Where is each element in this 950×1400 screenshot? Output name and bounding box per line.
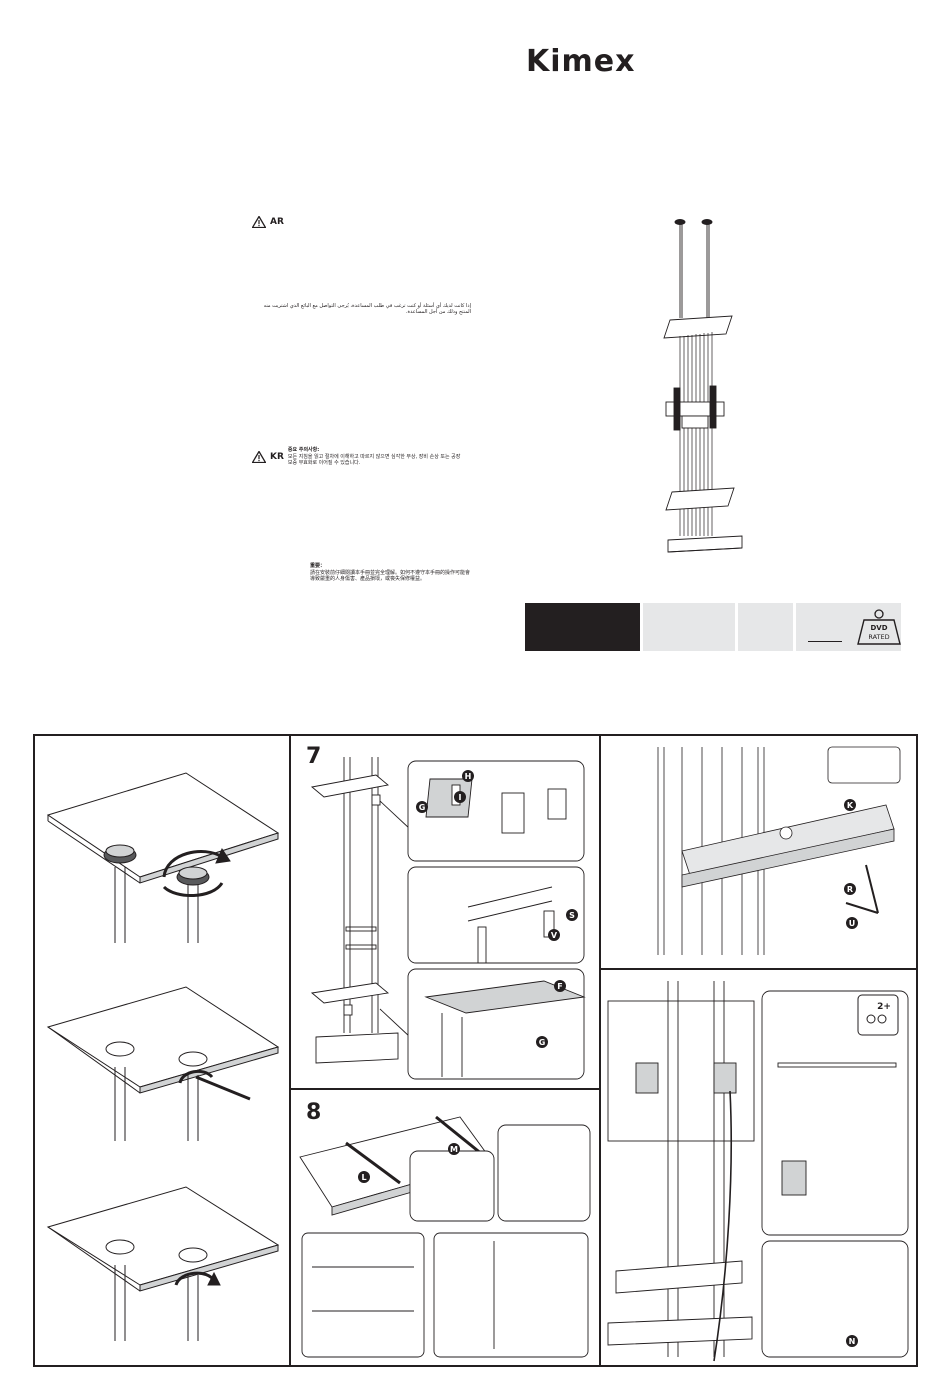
warning-kr-line2: 보증 무효화로 이어질 수 있습니다.	[287, 460, 361, 466]
warning-triangle-icon	[252, 216, 266, 228]
warning-ar-code: AR	[270, 217, 284, 227]
dvd-badge-line1: DVD	[870, 624, 887, 632]
step-7-shelf-install-illustration: H G I S V F G	[310, 757, 586, 1080]
warning-cn-line1: 請在安裝前仔細閱讀本手冊並完全理解。如何不遵守本手冊的操作可能會	[310, 569, 471, 576]
product-floor-to-ceiling-stand-illustration	[663, 219, 743, 553]
spec-cell-dark	[525, 603, 640, 651]
steps-frame	[33, 734, 918, 1367]
ceiling-stage-1	[46, 772, 280, 943]
dvd-badge-line2: RATED	[868, 633, 889, 641]
warning-kr-code: KR	[270, 451, 284, 462]
callout-K: K	[847, 801, 854, 810]
callout-I: I	[459, 793, 462, 802]
callout-M: M	[450, 1145, 458, 1154]
callout-R: R	[847, 885, 853, 894]
warning-cn-line2: 導致嚴重的人身傷害、產品損壞，或喪失保修權益。	[310, 576, 426, 582]
step-8-number: 8	[306, 1100, 322, 1125]
warning-ar-heading: AR	[252, 216, 284, 228]
warning-kr-title: 중요 주의사항:	[287, 447, 320, 453]
step-mount-plate-install-illustration: K R U	[657, 746, 901, 955]
callout-N: N	[849, 1337, 856, 1346]
warning-triangle-icon	[252, 450, 266, 463]
step-ceiling-cap-adjust-illustration	[46, 772, 280, 1341]
ceiling-stage-2	[46, 986, 280, 1141]
spec-cell-size	[738, 603, 793, 651]
ceiling-stage-3	[46, 1186, 280, 1341]
step-7-number: 7	[306, 744, 322, 769]
warning-cn: 重要： 請在安裝前仔細閱讀本手冊並完全理解。如何不遵守本手冊的操作可能會 導致嚴…	[310, 563, 470, 583]
spec-underline	[808, 641, 842, 642]
step-hang-tv-illustration: 2+ N	[607, 981, 909, 1362]
step-8-tv-bracket-illustration: L M	[299, 1115, 591, 1358]
callout-G-2: G	[539, 1038, 546, 1047]
callout-H: H	[465, 772, 472, 781]
dvd-rated-weight-icon: DVD RATED	[857, 609, 901, 645]
callout-V: V	[551, 931, 558, 940]
spec-cell-rating: DVD RATED	[796, 603, 901, 651]
warning-kr-line1: 모든 지침을 읽고 절차에 이해하고 따르지 않으면 심각한 부상, 장비 손상…	[287, 453, 461, 460]
spec-bar: DVD RATED	[525, 603, 901, 651]
callout-U: U	[849, 919, 856, 928]
warning-cn-title: 重要：	[310, 563, 326, 569]
brand-logo: Kimex	[526, 44, 636, 79]
warning-kr: KR 중요 주의사항: 모든 지침을 읽고 절차에 이해하고 따르지 않으면 심…	[252, 447, 460, 467]
warning-ar-text: إذا كانت لديك أي أسئلة أو كنت ترغب في طل…	[263, 303, 471, 315]
callout-F: F	[557, 982, 562, 991]
persons-badge: 2+	[877, 1002, 891, 1012]
spec-cell-weight	[643, 603, 735, 651]
callout-S: S	[569, 911, 575, 920]
callout-L: L	[361, 1173, 366, 1182]
callout-G: G	[419, 803, 426, 812]
